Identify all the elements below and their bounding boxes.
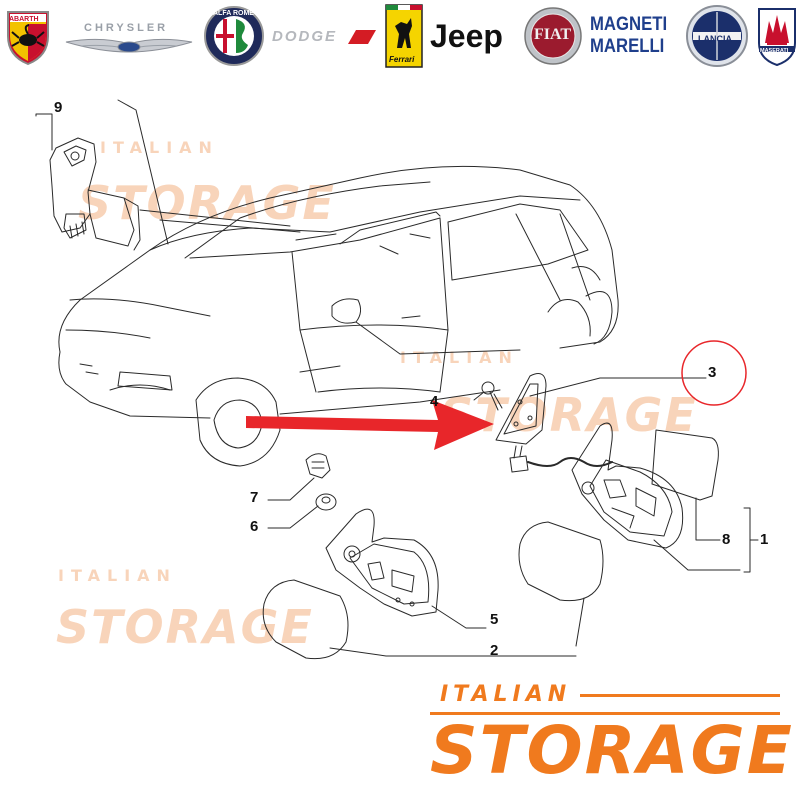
brand-logo-bar: ABARTH CHRYSLER ALFA ROMEO DODGE — [0, 0, 800, 72]
screw-leader-4 — [473, 391, 485, 401]
alfa-romeo-logo: ALFA ROMEO — [202, 6, 266, 66]
chrysler-wordmark: CHRYSLER — [84, 22, 169, 34]
mirror-connector — [509, 445, 613, 473]
brand-rule — [580, 694, 780, 697]
interior-mirror-pointer — [117, 99, 169, 245]
watermark-bottom-italian: ITALIAN — [58, 566, 177, 585]
jeep-wordmark: Jeep — [430, 18, 503, 54]
grommet-part-6 — [315, 493, 337, 511]
screw-part-4 — [481, 381, 503, 411]
lancia-logo: LANCIA — [684, 5, 750, 67]
left-cap-leader-2 — [329, 647, 487, 657]
interior-mirror-leader-9b — [35, 113, 41, 117]
callout-3: 3 — [708, 364, 717, 381]
glass-leader-8 — [695, 497, 721, 541]
abarth-logo: ABARTH — [0, 6, 56, 66]
interior-mirror-line-2 — [159, 219, 301, 233]
triangle-cover-part-3 — [495, 373, 547, 445]
left-assembly-leader-5 — [431, 605, 487, 629]
watermark-mid-storage: STORAGE — [440, 388, 698, 442]
car-outline — [58, 165, 619, 467]
maserati-wordmark: MASERATI — [760, 48, 789, 54]
brand-storage-text: STORAGE — [430, 712, 794, 789]
dodge-wordmark: DODGE — [272, 28, 338, 45]
callout-7: 7 — [250, 489, 259, 506]
marelli-wordmark: MARELLI — [590, 36, 665, 57]
interior-mirror-line-1 — [139, 209, 291, 227]
brand-rule-lower — [430, 712, 780, 715]
cover-leader-3 — [529, 377, 707, 397]
lancia-wordmark: LANCIA — [698, 34, 732, 44]
dodge-logo: DODGE — [270, 6, 380, 66]
clip-leader-7 — [267, 477, 315, 501]
callout-5: 5 — [490, 611, 499, 628]
watermark-top-italian: ITALIAN — [100, 138, 219, 157]
ferrari-wordmark: Ferrari — [389, 55, 415, 64]
chrysler-logo: CHRYSLER — [62, 6, 196, 66]
red-arrow — [246, 400, 494, 450]
clip-part-7 — [305, 453, 331, 479]
right-mirror-assembly — [571, 422, 684, 549]
bracket-1-8 — [743, 507, 751, 573]
mirror-glass-part-8 — [651, 429, 719, 501]
car-mirror-leader — [355, 321, 521, 355]
callout-8: 8 — [722, 531, 731, 548]
grommet-leader-6 — [267, 505, 319, 529]
magneti-marelli-logo: MAGNETI MARELLI — [588, 6, 682, 66]
highlight-circle — [681, 340, 747, 406]
alfa-romeo-wordmark: ALFA ROMEO — [213, 10, 260, 17]
left-mirror-assembly — [325, 508, 439, 617]
assembly-leader-1 — [653, 539, 741, 571]
exploded-parts-diagram — [35, 99, 759, 660]
watermark-bottom-storage: STORAGE — [56, 600, 314, 654]
right-cap-leader-2 — [575, 597, 585, 647]
fiat-wordmark: FIAT — [534, 26, 572, 43]
jeep-logo: Jeep — [428, 6, 518, 66]
right-mirror-cap — [518, 521, 604, 602]
maserati-logo: MASERATI — [754, 6, 800, 67]
callout-6: 6 — [250, 518, 259, 535]
fiat-logo: FIAT — [522, 6, 584, 66]
magneti-wordmark: MAGNETI — [590, 14, 668, 35]
interior-mirror — [49, 137, 141, 251]
callout-4: 4 — [430, 393, 439, 410]
brand-italian-text: ITALIAN — [440, 682, 572, 707]
ferrari-logo: Ferrari — [384, 4, 424, 68]
italian-storage-logo: ITALIAN STORAGE — [430, 682, 792, 790]
callout-2: 2 — [490, 642, 499, 659]
callout-1: 1 — [760, 531, 769, 548]
watermark-top-storage: STORAGE — [78, 176, 336, 230]
callout-9: 9 — [54, 99, 63, 116]
interior-mirror-leader-9 — [39, 113, 53, 151]
left-mirror-cap — [262, 579, 349, 660]
abarth-wordmark: ABARTH — [9, 16, 39, 23]
